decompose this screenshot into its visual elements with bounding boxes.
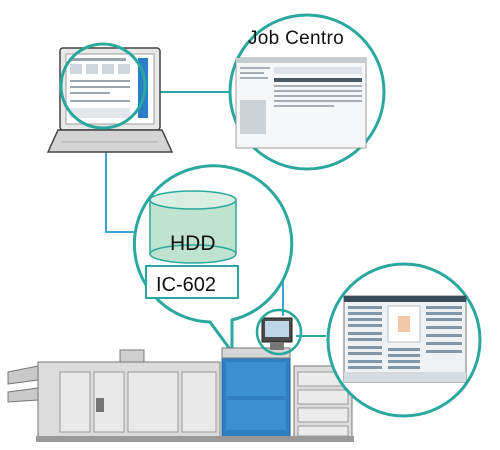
printer-system bbox=[7, 308, 354, 442]
hdd-label: HDD bbox=[170, 232, 216, 255]
laptop bbox=[46, 42, 174, 153]
job-centro-zoom bbox=[228, 13, 386, 171]
laptop-base bbox=[46, 129, 174, 153]
ic-602-box bbox=[145, 265, 239, 299]
job-centro-title: Job Centro bbox=[248, 28, 344, 49]
control-panel-zoom bbox=[326, 262, 482, 418]
laptop-zoom-ring bbox=[59, 42, 147, 130]
laptop-screen-content bbox=[70, 58, 148, 118]
panel-zoom-ring bbox=[255, 308, 303, 356]
hdd-cylinder bbox=[149, 190, 237, 264]
controller-label: IC-602 bbox=[156, 274, 217, 296]
controller-zoom bbox=[132, 164, 294, 357]
